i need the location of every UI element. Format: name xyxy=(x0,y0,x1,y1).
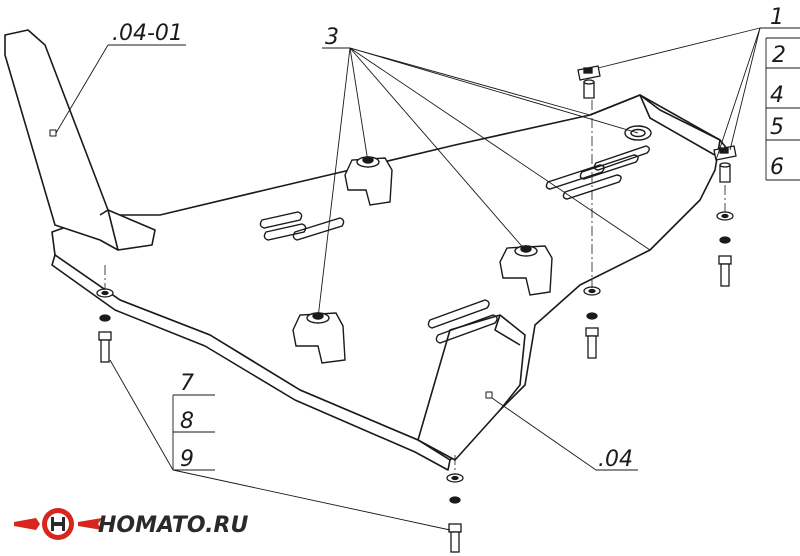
fastener-set xyxy=(446,473,464,553)
callout-4: 4 xyxy=(770,83,784,108)
fastener-set xyxy=(96,288,114,363)
logo-text: HOMATO.RU xyxy=(98,513,248,538)
leader-lines xyxy=(55,27,800,531)
logo-emblem-icon xyxy=(14,508,102,540)
callout-2: 2 xyxy=(772,43,786,68)
callout-part-right: .04 xyxy=(598,447,633,472)
homato-logo: HOMATO.RU xyxy=(14,508,248,540)
skid-plate xyxy=(51,94,729,471)
vent-slots xyxy=(259,145,650,344)
center-lines xyxy=(104,100,726,474)
fastener-set xyxy=(583,286,601,359)
mount-bracket xyxy=(292,312,346,364)
callout-8: 8 xyxy=(180,409,194,434)
callout-5: 5 xyxy=(770,115,784,140)
callout-6: 6 xyxy=(770,155,784,180)
callout-7: 7 xyxy=(180,371,194,396)
cage-nut xyxy=(577,65,601,99)
fastener-set xyxy=(716,211,734,287)
mount-bracket xyxy=(499,245,553,296)
cage-nut xyxy=(713,145,737,183)
callout-1: 1 xyxy=(770,5,784,30)
callout-3: 3 xyxy=(325,25,339,50)
callout-part-left: .04-01 xyxy=(112,21,183,46)
callout-9: 9 xyxy=(180,447,194,472)
